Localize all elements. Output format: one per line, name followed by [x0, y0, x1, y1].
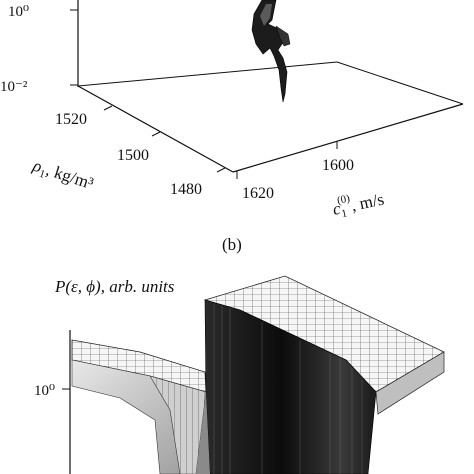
panel-b-z-tick-label: 10⁰	[34, 383, 55, 399]
panel-a-y-tick-1520	[103, 105, 113, 111]
panel-a-floor-back-edge	[77, 61, 338, 87]
panel-a-y-tick-1500	[151, 131, 161, 137]
panel-a-y-label-unit: , kg/m³	[44, 160, 96, 193]
panel-a-x-axis	[232, 103, 464, 173]
panel-a-x-label-sup: (0)	[336, 192, 351, 206]
panel-a-z-tick-label-top: 10⁰	[8, 4, 29, 20]
panel-a-y-tick-label-1480: 1480	[170, 181, 202, 198]
panel-a-y-axis-label: ρ1, kg/m³	[29, 155, 96, 195]
panel-a-surface-spike-sheen	[260, 4, 272, 26]
panel-label: (b)	[222, 235, 242, 254]
svg-text:c1(0), m/s: c1(0), m/s	[330, 186, 386, 222]
panel-a-x-axis-label: c1(0), m/s	[330, 186, 386, 222]
panel-a-x-label-var: c	[331, 199, 343, 219]
panel-a-y-tick-1480	[216, 167, 226, 173]
panel-a-y-axis	[77, 85, 234, 173]
panel-a-y-tick-label-1520: 1520	[55, 111, 87, 128]
panel-b-cliff-striations	[213, 304, 363, 474]
panel-a-x-tick-label-1620: 1620	[242, 185, 274, 202]
panel-a-y-tick-label-1500: 1500	[117, 147, 149, 164]
panel-a-x-label-sub: 1	[340, 207, 348, 220]
panel-b-left-ridge-slope	[149, 375, 207, 474]
panel-a-y-label-sub: 1	[38, 168, 47, 181]
panel-b-dark-cliff	[204, 299, 377, 474]
panel-b-plot	[62, 275, 445, 474]
panel-b-valley-floor	[160, 392, 210, 474]
panel-a-surface-spike-main	[251, 0, 288, 103]
panel-a-x-label-unit: , m/s	[349, 190, 385, 215]
panel-a-z-tick-label-bottom: 10⁻²	[0, 79, 28, 95]
panel-b-title: P(ε, ϕ), arb. units	[54, 277, 175, 296]
panel-a-floor-right-edge	[336, 61, 464, 105]
svg-text:ρ1, kg/m³: ρ1, kg/m³	[29, 155, 96, 195]
panel-a-x-tick-label-1600: 1600	[322, 157, 354, 174]
panel-b-plateau-side	[375, 351, 445, 415]
panel-a-surface-spike-right	[275, 25, 291, 47]
panel-a-plot	[70, 0, 464, 179]
